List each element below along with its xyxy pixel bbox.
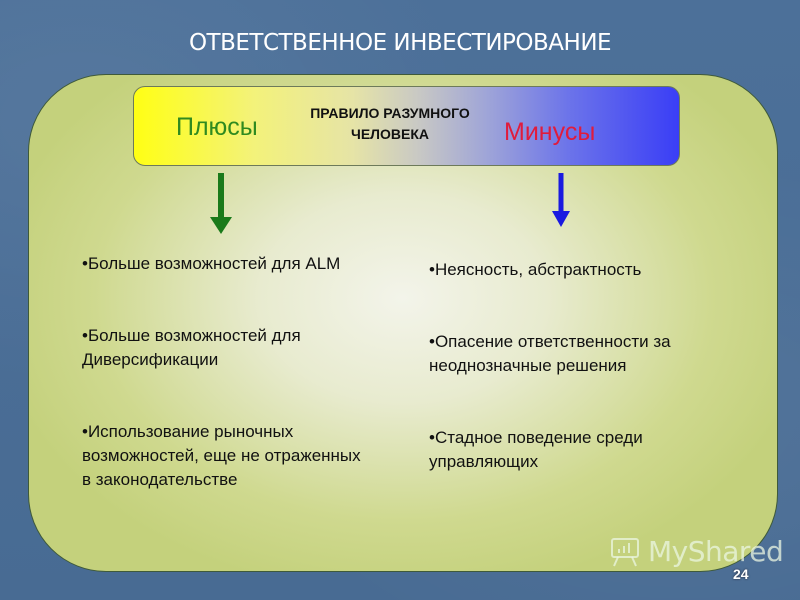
rule-title-line2: ЧЕЛОВЕКА	[351, 126, 429, 142]
watermark: MyShared	[608, 534, 784, 568]
rule-title: ПРАВИЛО РАЗУМНОГО ЧЕЛОВЕКА	[280, 103, 500, 145]
cons-heading: Минусы	[504, 118, 596, 146]
page-number: 24	[733, 566, 749, 582]
cons-item: •Опасение ответственности за неоднозначн…	[429, 332, 671, 375]
presentation-board-icon	[611, 538, 639, 567]
slide-title: ОТВЕТСТВЕННОЕ ИНВЕСТИРОВАНИЕ	[188, 30, 612, 56]
cons-item: •Стадное поведение среди управляющих	[429, 428, 643, 471]
watermark-text: MyShared	[648, 534, 784, 568]
down-arrow-green-icon	[208, 173, 234, 240]
down-arrow-blue-icon	[550, 173, 572, 234]
pros-item: •Больше возможностей для ALM	[82, 254, 341, 273]
cons-item: •Неясность, абстрактность	[429, 260, 642, 279]
rule-bar	[133, 86, 680, 166]
pros-heading: Плюсы	[176, 113, 258, 141]
pros-item: •Использование рыночных возможностей, ещ…	[82, 422, 361, 489]
rule-title-line1: ПРАВИЛО РАЗУМНОГО	[310, 105, 470, 121]
pros-item: •Больше возможностей для Диверсификации	[82, 326, 301, 369]
cons-list: •Неясность, абстрактность •Опасение отве…	[429, 258, 729, 474]
pros-list: •Больше возможностей для ALM •Больше воз…	[82, 252, 362, 492]
